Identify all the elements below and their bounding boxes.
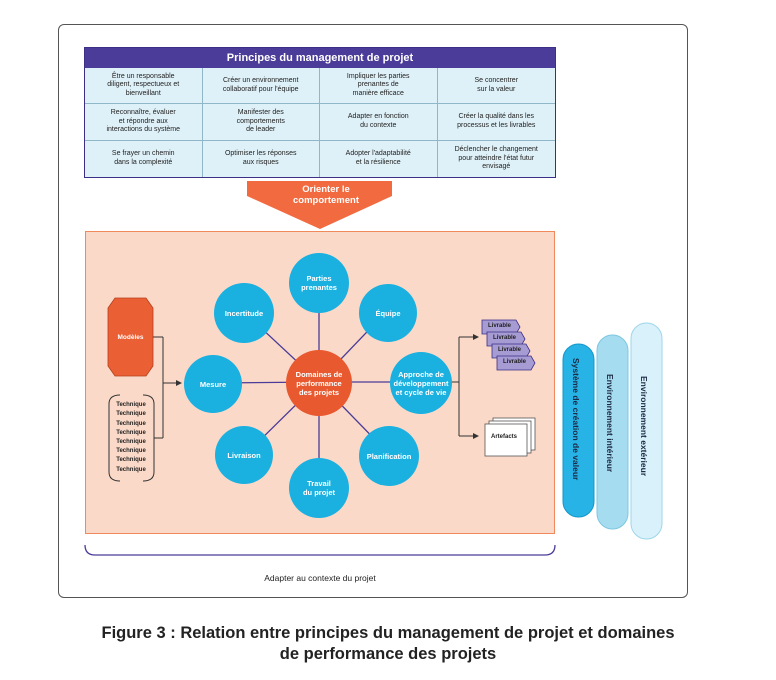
deliverable-label: Livrable (503, 359, 527, 365)
domain-project-work: Travail du projet (289, 458, 349, 518)
models-hexagon (107, 297, 154, 377)
principle-cell: Créer la qualité dans les processus et l… (437, 104, 555, 141)
external-environment-label: Environnement extérieur (639, 376, 649, 477)
external-environment-pill (630, 322, 663, 540)
technique-item: Technique (116, 466, 146, 473)
adapt-context-label: Adapter au contexte du projet (264, 573, 376, 583)
technique-item: Technique (116, 411, 146, 418)
principles-title: Principes du management de projet (85, 48, 555, 68)
technique-item: Technique (116, 448, 146, 455)
deliverables-arrowhead (473, 334, 479, 340)
orient-behavior-label: Orienter le comportement (293, 184, 359, 206)
domain-planning: Planification (359, 426, 419, 486)
domain-approach: Approche de développement et cycle de vi… (390, 352, 452, 414)
left-connector-arrowhead (176, 380, 182, 386)
technique-item: Technique (116, 429, 146, 436)
principles-grid: Être un responsable diligent, respectueu… (85, 68, 555, 177)
figure-caption: Figure 3 : Relation entre principes du m… (101, 624, 675, 663)
domain-measurement: Mesure (184, 355, 242, 413)
domain-delivery: Livraison (215, 426, 273, 484)
domain-stakeholders: Parties prenantes (289, 253, 349, 313)
principle-cell: Créer un environnement collaboratif pour… (202, 68, 320, 105)
principle-cell: Adopter l'adaptabilité et la résilience (320, 140, 438, 177)
deliverable-label: Livrable (498, 347, 522, 353)
principle-cell: Optimiser les réponses aux risques (203, 140, 320, 177)
adapt-context-bracket (84, 544, 556, 556)
principle-cell: Reconnaître, évaluer et répondre aux int… (85, 104, 203, 141)
principle-cell: Impliquer les parties prenantes de maniè… (320, 68, 438, 105)
principle-cell: Se concentrer sur la valeur (437, 68, 555, 105)
principles-table: Principes du management de projet Être u… (84, 47, 556, 178)
deliverable-label: Livrable (493, 335, 517, 341)
technique-item: Technique (116, 439, 146, 445)
domain-uncertainty: Incertitude (214, 283, 274, 343)
value-system-pill (562, 343, 595, 518)
principle-cell: Adapter en fonction du contexte (320, 104, 438, 141)
orient-behavior-arrow (247, 181, 392, 229)
principle-cell: Déclencher le changement pour atteindre … (454, 146, 538, 171)
performance-domains-center: Domaines de performance des projets (286, 350, 352, 416)
principle-cell: Manifester des comportements de leader (202, 104, 320, 141)
internal-environment-pill (596, 334, 629, 530)
deliverable-label: Livrable (488, 323, 512, 329)
value-system-label: Système de création de valeur (571, 358, 581, 481)
technique-list: Technique Technique Technique Technique … (111, 395, 151, 481)
principle-cell: Se frayer un chemin dans la complexité (85, 140, 203, 177)
domain-team: Équipe (359, 284, 417, 342)
internal-environment-label: Environnement intérieur (605, 374, 615, 473)
technique-item: Technique (116, 402, 146, 409)
artifacts-label: Artefacts (491, 434, 518, 440)
artifact-pages (484, 417, 536, 457)
left-connector (153, 336, 178, 439)
models-label: Modèles (117, 333, 144, 341)
technique-item: Technique (116, 457, 146, 464)
artifacts-arrowhead (473, 433, 479, 439)
right-connector (449, 336, 475, 437)
deliverable-stack (481, 319, 536, 371)
technique-item: Technique (116, 420, 146, 427)
principle-cell: Être un responsable diligent, respectueu… (85, 68, 203, 105)
